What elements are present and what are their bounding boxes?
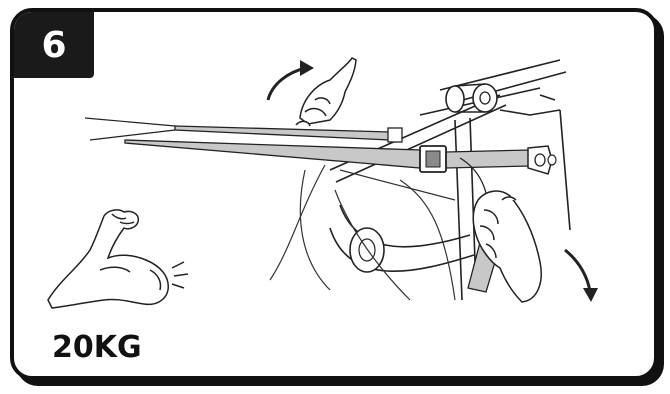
strap-main: [125, 140, 530, 210]
curved-tube: [330, 205, 474, 272]
strap-upper: [85, 118, 402, 142]
strap-buckle: [420, 146, 446, 172]
weight-capacity-label: 20KG: [52, 330, 142, 365]
strength-arm-icon: [48, 210, 188, 308]
rotate-down-arrow-icon: [565, 250, 598, 302]
strap-end-clip: [528, 146, 556, 174]
rotate-up-arrow-icon: [268, 60, 314, 100]
